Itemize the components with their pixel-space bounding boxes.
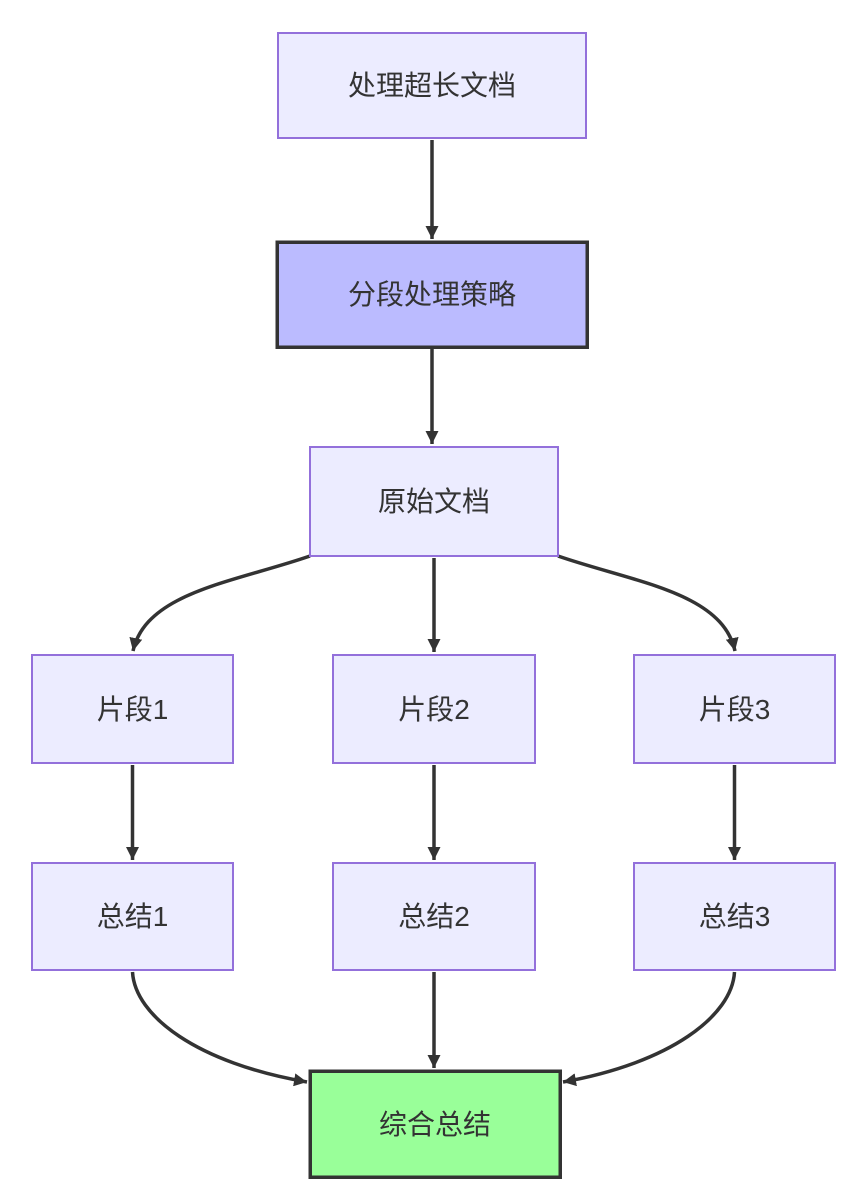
node-segment-3: 片段3 bbox=[633, 654, 836, 764]
node-process-long-doc-label: 处理超长文档 bbox=[348, 70, 516, 101]
edge-summary3-to-final bbox=[562, 971, 737, 1087]
node-segment-2-box bbox=[332, 654, 536, 764]
node-summary-2-box bbox=[332, 862, 536, 971]
node-process-long-doc: 处理超长文档 bbox=[277, 32, 587, 139]
node-summary-3-box bbox=[633, 862, 836, 971]
node-summary-3: 总结3 bbox=[633, 862, 836, 971]
node-segmentation-strategy: 分段处理策略 bbox=[275, 240, 589, 349]
node-summary-1-box bbox=[31, 862, 234, 971]
node-segment-1-box bbox=[31, 654, 234, 764]
edge-summary1-to-final bbox=[130, 971, 308, 1087]
node-final-summary-label: 综合总结 bbox=[379, 1109, 491, 1140]
edge-original-to-segment1 bbox=[129, 554, 311, 652]
node-process-long-doc-box bbox=[277, 32, 587, 139]
node-original-doc-box bbox=[309, 446, 559, 557]
edge-layer bbox=[126, 140, 741, 1087]
node-segment-1: 片段1 bbox=[31, 654, 234, 764]
node-segment-2-label: 片段2 bbox=[398, 694, 470, 725]
node-segment-3-box bbox=[633, 654, 836, 764]
node-original-doc-label: 原始文档 bbox=[378, 486, 490, 517]
node-final-summary-box bbox=[308, 1069, 562, 1179]
node-summary-2-label: 总结2 bbox=[398, 901, 470, 932]
edge-original-to-segment3 bbox=[557, 554, 739, 652]
node-original-doc: 原始文档 bbox=[309, 446, 559, 557]
node-segment-3-label: 片段3 bbox=[699, 694, 771, 725]
node-segment-2: 片段2 bbox=[332, 654, 536, 764]
node-segmentation-strategy-label: 分段处理策略 bbox=[348, 279, 516, 310]
node-final-summary: 综合总结 bbox=[308, 1069, 562, 1179]
node-summary-1: 总结1 bbox=[31, 862, 234, 971]
node-segment-1-label: 片段1 bbox=[97, 694, 169, 725]
node-summary-3-label: 总结3 bbox=[699, 901, 771, 932]
node-segmentation-strategy-box bbox=[275, 240, 589, 349]
node-summary-2: 总结2 bbox=[332, 862, 536, 971]
node-summary-1-label: 总结1 bbox=[97, 901, 169, 932]
